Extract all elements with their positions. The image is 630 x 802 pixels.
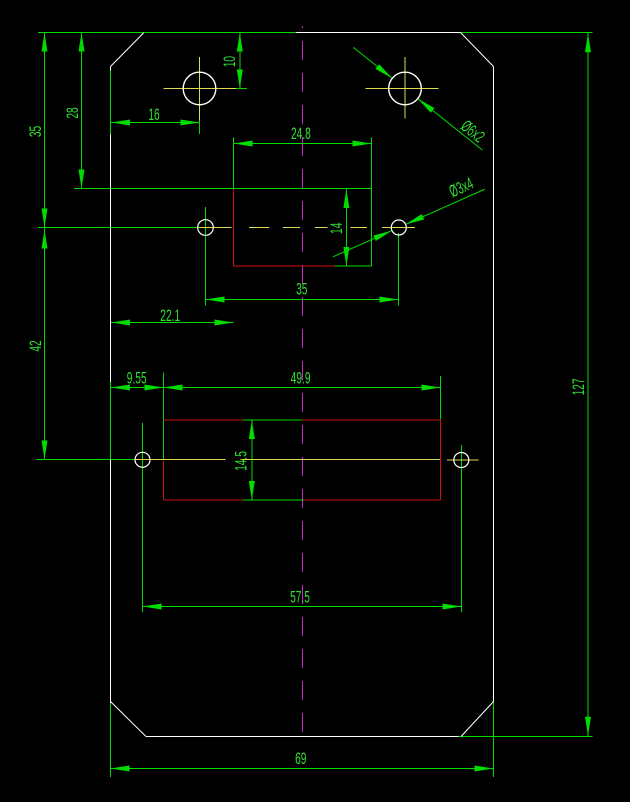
- svg-text:57.5: 57.5: [290, 587, 310, 606]
- svg-text:9.55: 9.55: [127, 368, 147, 387]
- svg-text:22.1: 22.1: [160, 305, 180, 324]
- svg-text:35: 35: [296, 279, 307, 298]
- svg-text:127: 127: [568, 378, 587, 395]
- svg-text:14: 14: [326, 222, 345, 233]
- svg-text:69: 69: [295, 748, 306, 767]
- svg-text:16: 16: [148, 104, 159, 123]
- svg-text:35: 35: [25, 126, 44, 137]
- svg-text:24.8: 24.8: [291, 123, 311, 142]
- svg-text:28: 28: [62, 107, 81, 118]
- svg-text:49.9: 49.9: [291, 368, 311, 387]
- svg-text:14.5: 14.5: [231, 451, 250, 471]
- svg-text:10: 10: [219, 56, 238, 67]
- svg-text:42: 42: [25, 340, 44, 351]
